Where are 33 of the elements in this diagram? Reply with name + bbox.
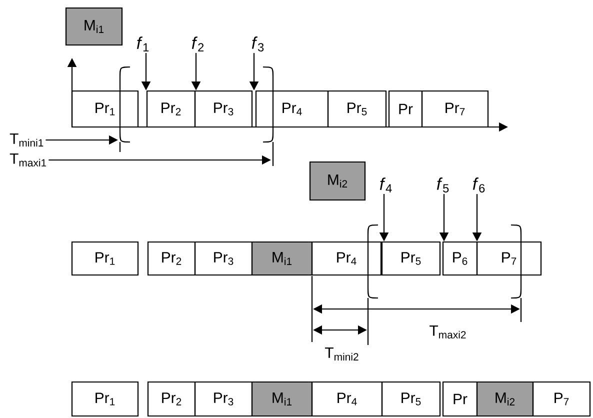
failure-label: f$_{4}$ — [380, 178, 392, 192]
time-label: T$_{maxi1}$ — [10, 154, 46, 167]
process-box: Pr$_{2}$ — [147, 381, 196, 417]
process-box: Pr$_{4}$ — [311, 381, 383, 417]
process-box: Pr$_{4}$ — [311, 241, 382, 276]
process-box: Pr$_{1}$ — [71, 381, 139, 417]
process-box: Pr$_{2}$ — [146, 90, 196, 128]
time-label: T$_{maxi2}$ — [430, 326, 466, 339]
process-box: Pr$_{7}$ — [421, 90, 489, 128]
machine-box: M$_{i2}$ — [309, 161, 366, 201]
time-label: T$_{mini1}$ — [10, 134, 44, 146]
process-box: Pr$_{1}$ — [71, 241, 139, 276]
time-label: T$_{mini2}$ — [325, 348, 358, 360]
machine-box: M$_{i1}$ — [251, 241, 313, 276]
failure-label: f$_{6}$ — [472, 178, 485, 192]
failure-label: f$_{3}$ — [252, 36, 264, 52]
machine-box: M$_{i1}$ — [65, 7, 123, 46]
machine-box: M$_{i2}$ — [476, 381, 534, 417]
process-box: P$_{7}$ — [532, 381, 591, 417]
machine-box: M$_{i1}$ — [251, 381, 313, 417]
process-box: Pr — [388, 90, 423, 128]
failure-label: f$_{1}$ — [136, 36, 149, 52]
process-box: Pr$_{3}$ — [194, 90, 253, 128]
failure-label: f$_{5}$ — [436, 178, 449, 192]
process-box: Pr$_{5}$ — [381, 381, 441, 417]
process-box: P$_{7}$ — [476, 241, 542, 276]
failure-label: f$_{2}$ — [192, 36, 204, 52]
process-box: Pr$_{4}$ — [255, 90, 329, 128]
process-box: Pr$_{2}$ — [147, 241, 196, 276]
process-box: Pr$_{5}$ — [327, 90, 387, 128]
process-box: Pr$_{1}$ — [71, 90, 139, 128]
process-box: P$_{6}$ — [442, 241, 478, 276]
process-box: Pr$_{5}$ — [381, 241, 441, 276]
